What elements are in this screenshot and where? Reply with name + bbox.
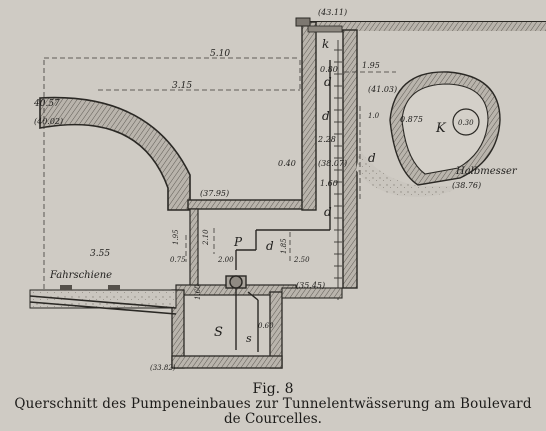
elev-bottom: (33.82) — [150, 364, 176, 372]
letter-d3: d — [368, 151, 376, 165]
dim-228: 2.28 — [317, 135, 336, 144]
elev-sewer: (41.03) — [368, 85, 397, 94]
letter-d1: d — [324, 75, 332, 89]
letter-k: k — [322, 37, 329, 51]
elev-floor: (35.45) — [296, 281, 325, 290]
dim-210: 2.10 — [202, 229, 210, 246]
dim-355: 3.55 — [90, 249, 110, 259]
rail-track — [29, 285, 177, 315]
dim-075: 0.75 — [170, 256, 186, 264]
pump-unit — [225, 60, 331, 352]
dim-mid: 3.15 — [172, 81, 192, 91]
elev-shaft-1: (38.07) — [318, 159, 347, 168]
figure-number: Fig. 8 — [252, 381, 294, 397]
tunnel-vault — [39, 96, 191, 211]
radius-label: Halbmesser — [455, 166, 518, 177]
dimension-lines — [43, 57, 396, 290]
dim-080: 0.80 — [320, 65, 338, 74]
dim-h1: 1.0 — [368, 112, 380, 120]
dim-right: 1.95 — [362, 61, 380, 70]
letter-d4: d — [324, 205, 332, 219]
dim-030: 0.30 — [458, 119, 474, 127]
elev-pump-floor: (37.95) — [200, 189, 229, 198]
shaft-ladder — [334, 40, 342, 300]
elev-sewer-bottom: (38.76) — [452, 181, 481, 190]
cross-section-drawing: (43.11) 5.10 1.95 3.15 k 0.80 d (41.03) … — [29, 8, 546, 372]
letter-d5: d — [266, 239, 274, 253]
elev-tunnel-inner: (40.02) — [34, 117, 63, 126]
dim-0875: 0.875 — [400, 115, 423, 124]
dim-185: 1.85 — [280, 238, 288, 254]
elev-tunnel-top: 40.57 — [33, 99, 60, 109]
ground-surface — [296, 21, 546, 31]
dim-160: 1.60 — [320, 179, 338, 188]
dim-040: 0.40 — [278, 159, 296, 168]
rail-label: Fahrschiene — [49, 270, 112, 281]
letter-s: s — [246, 332, 252, 345]
vertical-shaft — [295, 17, 358, 289]
letter-P: P — [233, 235, 243, 249]
dim-200: 2.00 — [217, 256, 234, 264]
letter-d2: d — [322, 109, 330, 123]
dim-top: 5.10 — [210, 49, 230, 59]
dim-195: 1.95 — [172, 229, 180, 245]
figure-caption-line-2: de Courcelles. — [224, 411, 322, 427]
sewer-channel — [356, 71, 501, 197]
letter-S: S — [214, 325, 223, 340]
dim-160v: 1.60 — [194, 284, 202, 300]
dim-060: 0.60 — [258, 322, 274, 330]
figure-caption-line-1: Querschnitt des Pumpeneinbaues zur Tunne… — [14, 396, 532, 412]
dim-250: 2.50 — [293, 256, 310, 264]
pump-sump — [171, 287, 343, 369]
elev-top: (43.11) — [318, 8, 347, 17]
letter-K: K — [435, 121, 447, 136]
